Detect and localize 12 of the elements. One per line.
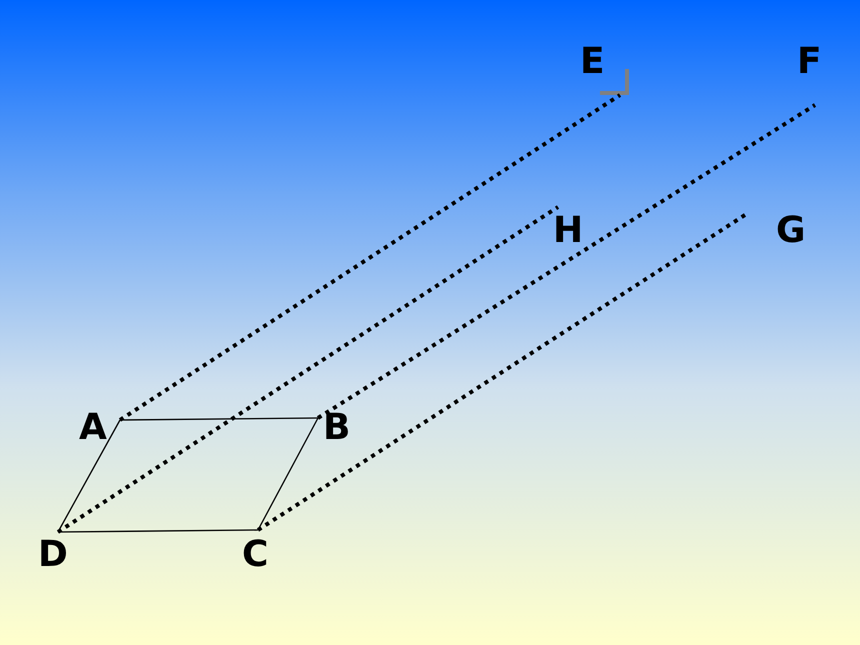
dotted-line [316,103,816,420]
point-label: H [553,213,584,249]
point-label: F [797,44,822,80]
dotted-line [118,93,622,422]
point-label: G [776,213,806,249]
point-label: D [38,537,68,573]
point-label: A [79,410,107,446]
line-segment [57,420,121,532]
point-label: E [580,44,605,80]
point-label: B [323,410,350,446]
point-label: C [242,537,268,573]
dotted-line [56,205,560,534]
